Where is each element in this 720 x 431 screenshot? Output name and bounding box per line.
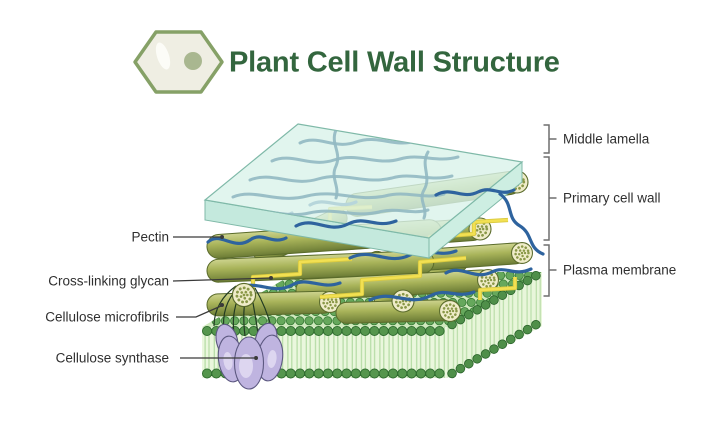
bracket-plasma-membrane: [543, 244, 557, 297]
pointer-pectin: [173, 235, 224, 239]
hexagon-cell-icon: [133, 30, 224, 94]
label-cellulose-microfibrils: Cellulose microfibrils: [45, 309, 169, 325]
pectin-strand: [294, 188, 545, 256]
middle-lamella-slab: [203, 123, 524, 260]
label-primary-cell-wall: Primary cell wall: [563, 190, 661, 206]
bracket-middle-lamella: [543, 124, 557, 154]
microfibril-end-cap: [231, 282, 257, 308]
label-middle-lamella: Middle lamella: [563, 131, 650, 147]
brackets: [543, 124, 557, 297]
bracket-primary-cell-wall: [543, 156, 557, 241]
pointer-cellulose-microfibrils: [176, 303, 224, 318]
pointer-lines: [172, 235, 273, 360]
pointer-cellulose-synthase: [180, 356, 258, 360]
pointer-cross-linking-glycan: [172, 276, 273, 282]
label-plasma-membrane: Plasma membrane: [563, 262, 677, 278]
label-cross-linking-glycan: Cross-linking glycan: [48, 273, 169, 289]
label-cellulose-synthase: Cellulose synthase: [55, 350, 169, 366]
page-title: Plant Cell Wall Structure: [229, 46, 560, 79]
label-pectin: Pectin: [131, 229, 169, 245]
